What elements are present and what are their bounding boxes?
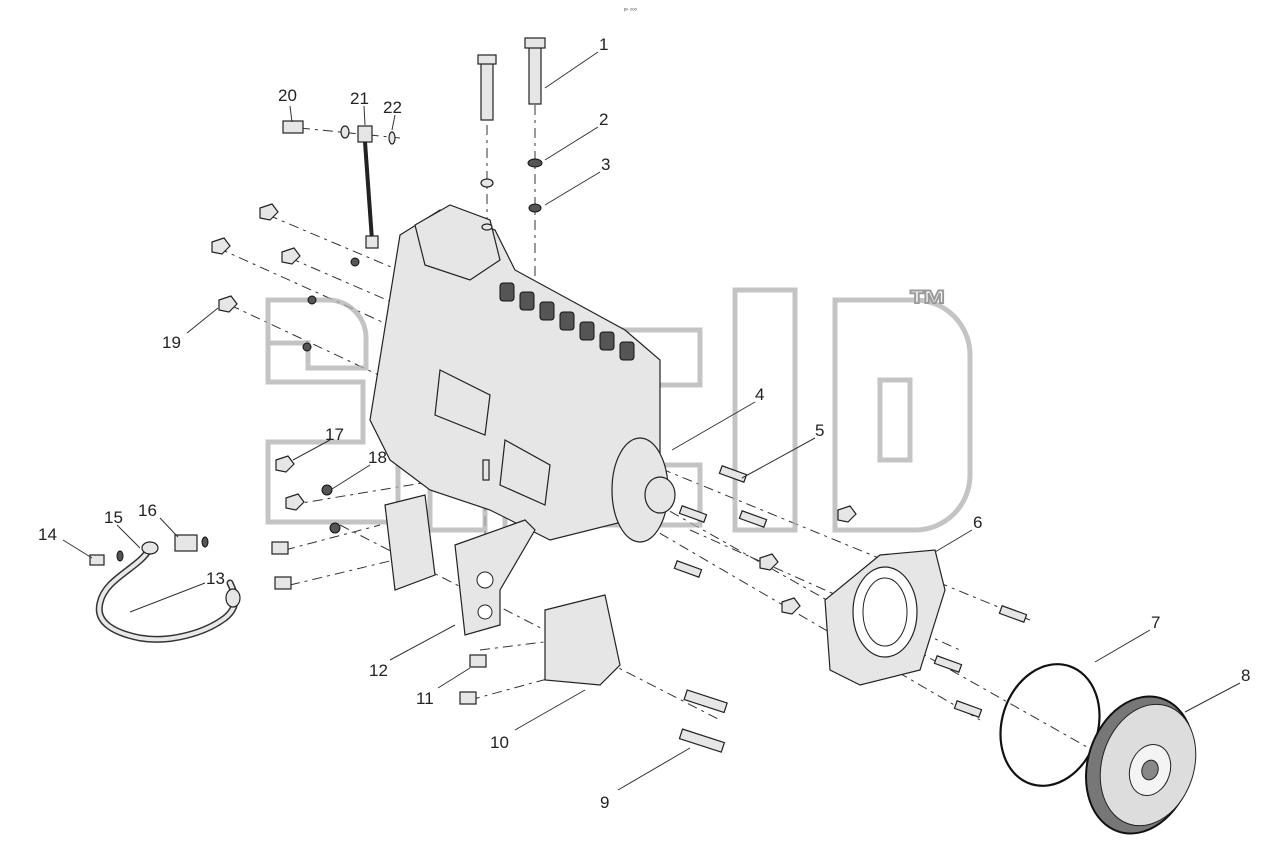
mount-plate [384,494,436,591]
trademark-symbol: ™ [908,283,948,327]
callout-12: 12 [369,661,388,680]
callout-15: 15 [104,508,123,527]
screws-11 [271,541,487,705]
callout-21: 21 [350,89,369,108]
callout-labels: 1 2 3 4 5 6 7 8 9 10 11 12 13 14 15 16 1… [38,35,1250,812]
bracket-12 [454,519,536,636]
leader-lines [62,51,1241,791]
callout-7: 7 [1151,613,1160,632]
bracket-10 [544,594,621,686]
bolts-top [477,37,546,121]
callout-2: 2 [599,110,608,129]
nuts-left [211,203,360,352]
assembly-axes [217,105,1111,761]
callout-20: 20 [278,86,297,105]
callout-5: 5 [815,421,824,440]
drive-gear [1085,695,1197,835]
callout-9: 9 [600,793,609,812]
injection-pump [369,204,676,543]
callout-19: 19 [162,333,181,352]
fuel-line [89,534,241,643]
callout-1: 1 [599,35,608,54]
banjo-fitting [282,120,396,249]
callout-18: 18 [368,448,387,467]
studs-5 [673,465,1028,718]
washers [480,158,543,231]
callout-14: 14 [38,525,57,544]
gear-housing [824,549,946,686]
callout-8: 8 [1241,666,1250,685]
callout-11: 11 [416,689,434,708]
nuts-17-18 [275,455,341,534]
callout-13: 13 [206,569,225,588]
bolts-9 [678,689,728,753]
callout-22: 22 [383,98,402,117]
header-note: ᵖⁿ ᵒᵒᵒ [624,7,638,14]
callout-17: 17 [325,425,344,444]
callout-10: 10 [490,733,509,752]
callout-6: 6 [973,513,982,532]
callout-16: 16 [138,501,157,520]
callout-4: 4 [755,385,764,404]
callout-3: 3 [601,155,610,174]
